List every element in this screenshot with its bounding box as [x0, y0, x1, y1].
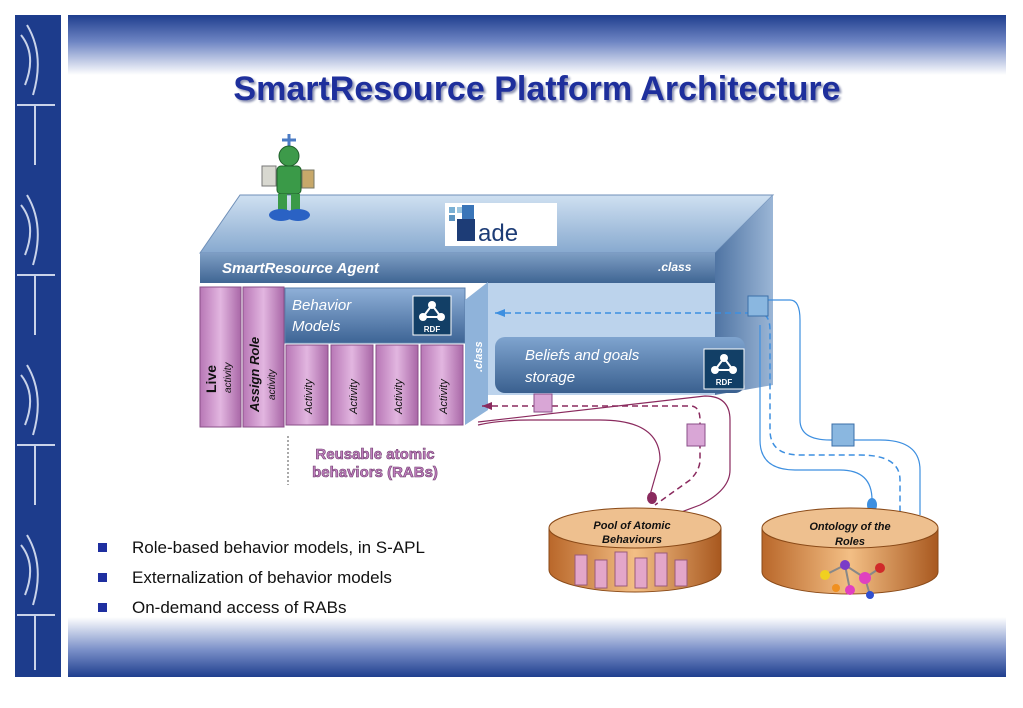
behavior-models-line1: Behavior	[292, 297, 352, 314]
assign-role-sub: activity	[267, 368, 278, 400]
rabs-caption-line2: behaviors (RABs)	[312, 464, 438, 481]
activity-block-2: Activity	[330, 344, 374, 426]
molecule-graph-icon	[820, 560, 885, 599]
activity-label: Activity	[303, 378, 315, 415]
activity-block-1: Activity	[285, 344, 329, 426]
beliefs-line2: storage	[525, 369, 575, 386]
bullet-square-icon	[98, 543, 107, 552]
pool-database: Pool of Atomic Behaviours	[548, 507, 722, 593]
activity-block-3: Activity	[375, 344, 419, 426]
bullet-item: Externalization of behavior models	[98, 563, 425, 593]
pool-db-line2: Behaviours	[602, 534, 662, 546]
assign-role-block: Assign Role activity	[242, 286, 285, 428]
activity-label: Activity	[348, 378, 360, 415]
bullet-list: Role-based behavior models, in S-APL Ext…	[98, 533, 425, 623]
live-activity-title: Live	[203, 365, 219, 393]
rabs-caption: Reusable atomic behaviors (RABs)	[287, 436, 438, 485]
activity-block-4: Activity	[420, 344, 464, 426]
jade-logo: ade	[445, 203, 557, 247]
bullet-text: On-demand access of RABs	[132, 598, 347, 617]
bullet-item: Role-based behavior models, in S-APL	[98, 533, 425, 563]
behavior-models-block: Behavior Models RDF	[284, 287, 466, 344]
beliefs-line1: Beliefs and goals	[525, 347, 640, 364]
beliefs-storage-block: Beliefs and goals storage RDF	[495, 337, 745, 393]
bullet-item: On-demand access of RABs	[98, 593, 425, 623]
live-activity-sub: activity	[223, 361, 234, 393]
robot-agent-icon	[261, 134, 315, 221]
rdf-badge-label: RDF	[424, 325, 441, 334]
side-decoration-strip	[15, 15, 61, 677]
bullet-text: Role-based behavior models, in S-APL	[132, 538, 425, 557]
pool-db-line1: Pool of Atomic	[593, 520, 670, 532]
activity-label: Activity	[393, 378, 405, 415]
rdf-icon: RDF	[412, 295, 452, 336]
ontology-db-line1: Ontology of the	[809, 521, 890, 533]
ontology-database: Ontology of the Roles	[761, 507, 939, 599]
class-label-top: .class	[658, 260, 692, 274]
rabs-caption-line1: Reusable atomic	[315, 446, 434, 463]
pool-flow-lines	[477, 393, 731, 521]
rdf-icon: RDF	[703, 348, 745, 390]
bullet-text: Externalization of behavior models	[132, 568, 392, 587]
jade-logo-text: ade	[478, 220, 518, 247]
assign-role-title: Assign Role	[247, 337, 262, 413]
rdf-badge-label: RDF	[716, 378, 733, 387]
bullet-square-icon	[98, 603, 107, 612]
footer-band	[68, 617, 1006, 677]
activity-label: Activity	[438, 378, 450, 415]
class-side-panel: .class	[465, 282, 488, 425]
header-band	[68, 15, 1006, 75]
class-label-side: .class	[473, 341, 485, 372]
bullet-square-icon	[98, 573, 107, 582]
live-activity-block: Live activity	[199, 286, 242, 428]
behavior-models-line2: Models	[292, 318, 341, 335]
slide-title: SmartResource Platform Architecture	[233, 70, 841, 108]
activity-blocks: Activity Activity Activity Activity	[285, 344, 464, 426]
agent-bar	[200, 253, 715, 283]
agent-label: SmartResource Agent	[222, 260, 380, 277]
ontology-db-line2: Roles	[835, 536, 865, 548]
leaf-pattern-icon	[17, 24, 55, 670]
